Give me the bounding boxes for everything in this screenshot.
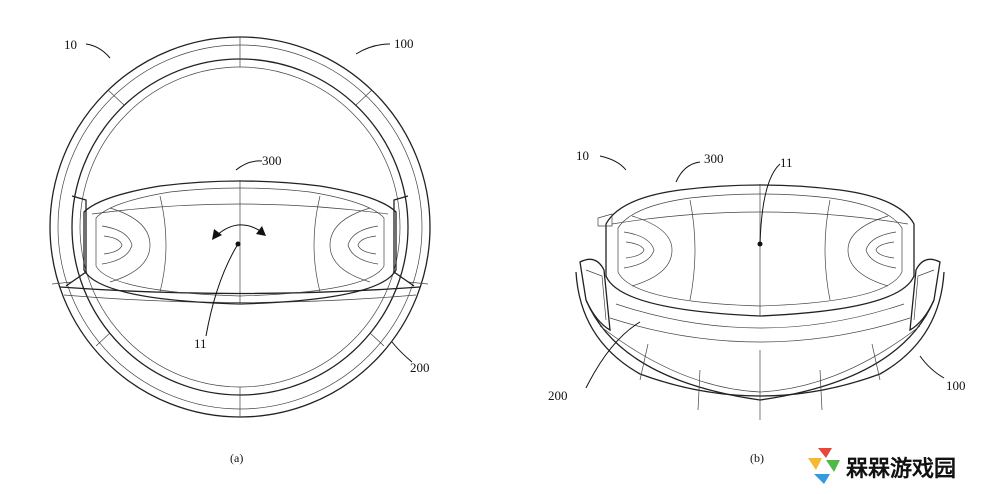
watermark-text: 槑槑游戏园 [846,456,956,482]
label-a-axis: 11 [194,336,207,351]
label-a-hub: 300 [262,153,282,168]
caption-b: (b) [750,451,764,465]
label-b-axis: 11 [780,155,793,170]
watermark: 槑槑游戏园 [808,448,956,484]
label-a-wheel: 10 [64,37,77,52]
label-b-rim: 100 [946,378,966,393]
figure-b-steering-wheel [575,155,945,420]
label-b-wheel: 10 [576,148,589,163]
label-a-lower: 200 [410,360,430,375]
watermark-logo-icon [808,448,840,484]
label-b-lower: 200 [548,388,568,403]
label-a-rim: 100 [394,36,414,51]
caption-a: (a) [230,451,243,465]
figure-a-steering-wheel [49,36,431,418]
label-b-hub: 300 [704,151,724,166]
